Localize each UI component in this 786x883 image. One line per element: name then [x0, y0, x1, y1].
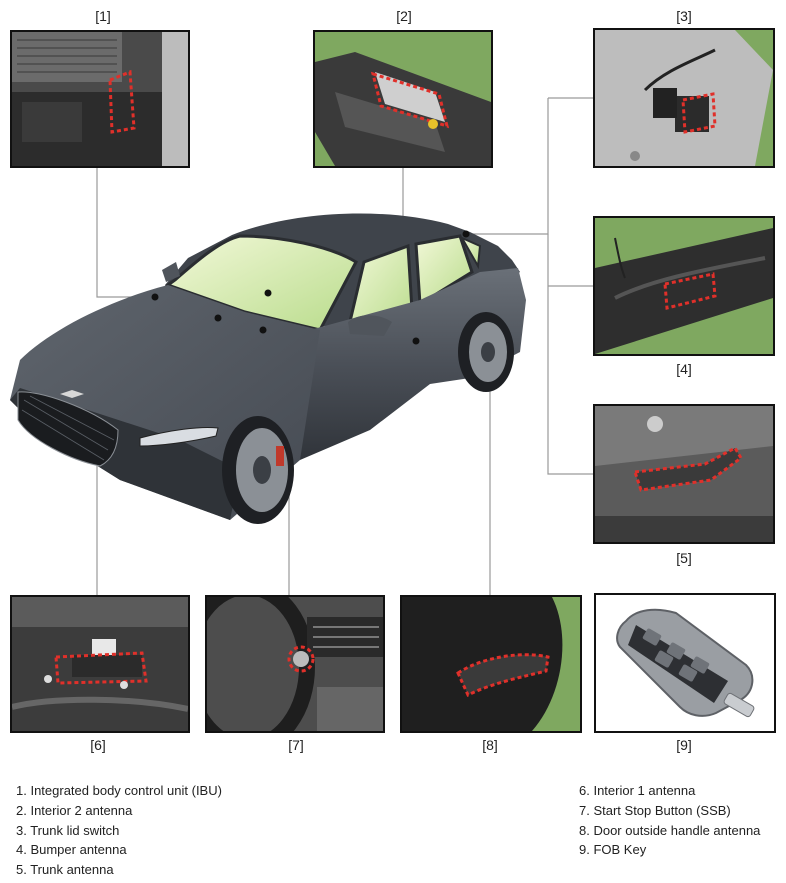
panel-label-6: [6]: [90, 737, 106, 753]
legend-item-2: 2. Interior 2 antenna: [16, 802, 133, 818]
legend-left: 1. Integrated body control unit (IBU) 2.…: [16, 781, 222, 880]
legend-item-5: 5. Trunk antenna: [16, 862, 114, 878]
legend-item-1: 1. Integrated body control unit (IBU): [16, 783, 222, 798]
panel-label-4: [4]: [676, 361, 692, 377]
panel-label-2: [2]: [396, 8, 412, 24]
photo-trunk-antenna: [593, 404, 775, 544]
panel-label-3: [3]: [676, 8, 692, 24]
panel-label-7: [7]: [288, 737, 304, 753]
panel-label-1: [1]: [95, 8, 111, 24]
legend-item-3: 3. Trunk lid switch: [16, 822, 120, 838]
legend-right: 6. Interior 1 antenna 7. Start Stop Butt…: [579, 781, 760, 860]
photo-start-stop-button: [205, 595, 385, 733]
panel-label-9: [9]: [676, 737, 692, 753]
vehicle-diagram: [10, 97, 593, 595]
photo-door-handle-antenna: [400, 595, 582, 733]
callout-dots: [151, 230, 470, 345]
legend-item-4: 4. Bumper antenna: [16, 842, 127, 858]
legend-item-7: 7. Start Stop Button (SSB): [579, 802, 731, 818]
photo-trunk-lid-switch: [593, 28, 775, 168]
panel-label-5: [5]: [676, 550, 692, 566]
photo-interior-1-antenna: [10, 595, 190, 733]
legend-item-9: 9. FOB Key: [579, 842, 647, 858]
photo-ibu: [10, 30, 190, 168]
photo-fob-key: [594, 593, 776, 733]
photo-interior-2-antenna: [313, 30, 493, 168]
panel-label-8: [8]: [482, 737, 498, 753]
legend-item-6: 6. Interior 1 antenna: [579, 783, 696, 798]
photo-bumper-antenna: [593, 216, 775, 356]
legend-item-8: 8. Door outside handle antenna: [579, 822, 761, 838]
car-illustration: [10, 213, 526, 524]
